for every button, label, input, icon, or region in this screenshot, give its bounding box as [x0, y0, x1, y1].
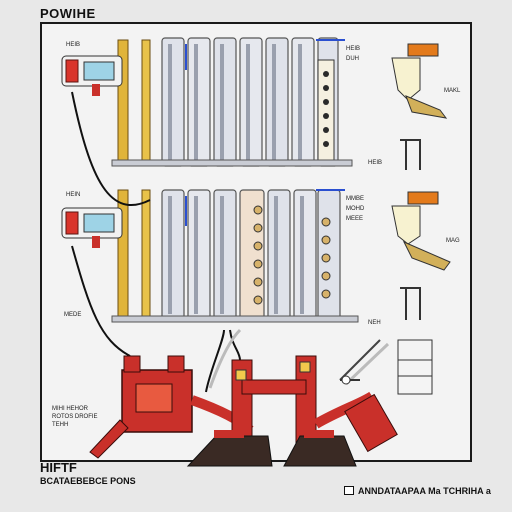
label-top-right-2: DUH — [346, 56, 359, 62]
lower-cable — [71, 245, 131, 357]
lower-manifold-pipe-2 — [141, 189, 151, 321]
label-upper-bottom-right: HEIB — [368, 160, 382, 166]
dial-column-left — [253, 205, 263, 305]
label-upper-side-tag: MAKL — [444, 88, 461, 94]
base-machinery — [89, 328, 433, 467]
footer-checkbox — [344, 486, 354, 495]
label-mid-side-tag: MAG — [446, 238, 460, 244]
label-lower-left-1: MEDE — [64, 312, 81, 318]
label-base-left-1: MIHI HEHOR — [52, 406, 89, 412]
label-mid-right-1: MMBE — [346, 196, 364, 202]
page-title: POWIHE — [40, 6, 96, 21]
lower-radiator-fins — [161, 189, 341, 321]
right-base — [283, 435, 357, 467]
label-mid-right-2: MOHD — [346, 206, 365, 212]
footer-subtitle: BCATAEBEBCE PONS — [40, 476, 136, 486]
footer-title: HIFTF — [40, 460, 77, 475]
dial-column-right — [321, 217, 331, 299]
upper-radiator-assembly — [61, 37, 448, 170]
upper-cable — [71, 91, 151, 206]
label-lower-bottom-right: NEH — [368, 320, 381, 326]
label-base-left-3: TEHH — [52, 422, 68, 428]
label-base-left-2: ROTOS DROFIE — [52, 414, 98, 420]
footer-right-caption: ANNDATAAPAA Ma TCHRIHA a — [358, 486, 491, 496]
label-mid-small-left: HEIN — [66, 192, 80, 198]
upper-manifold-pipe-2 — [141, 39, 151, 166]
label-mid-right-3: MEEE — [346, 216, 363, 222]
lower-radiator-assembly — [61, 189, 451, 323]
upper-radiator-fins — [161, 37, 339, 167]
left-base — [186, 435, 273, 467]
label-top-right-1: HEIB — [346, 46, 360, 52]
right-canister — [397, 339, 433, 395]
label-top-small-left: HEIB — [66, 42, 80, 48]
